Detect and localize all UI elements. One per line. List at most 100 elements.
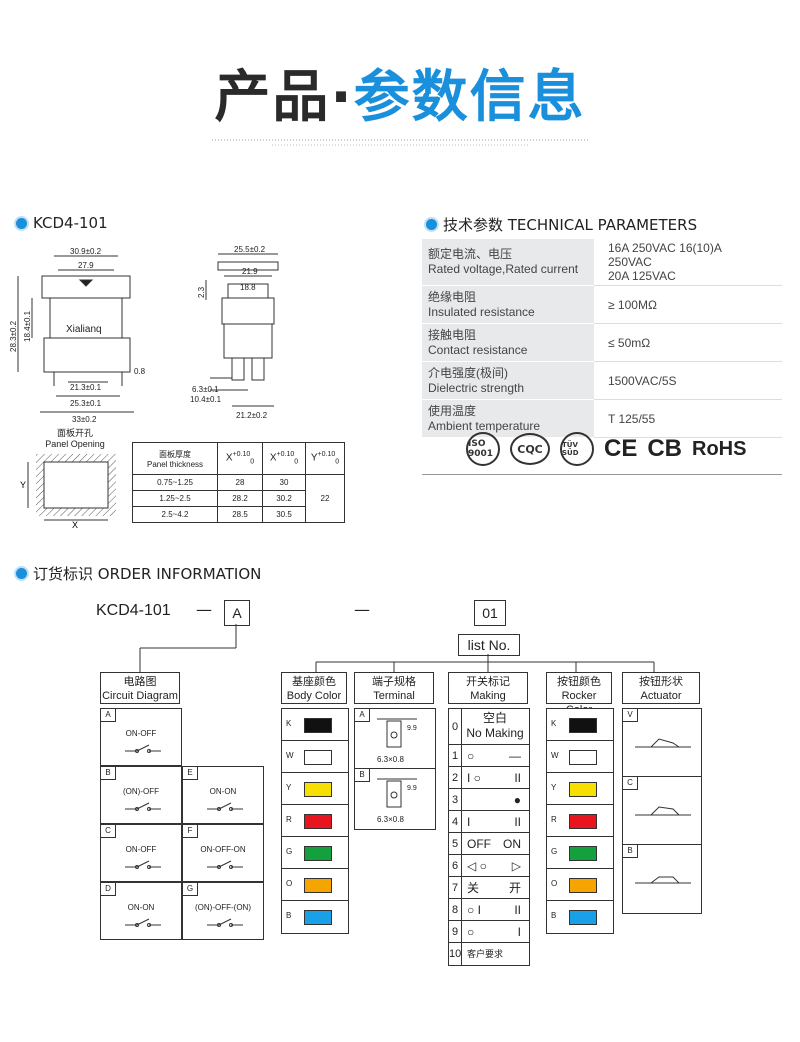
color-item: B — [281, 900, 349, 934]
code-key: E — [183, 767, 198, 780]
brand-label: Xialianq — [66, 324, 102, 335]
color-item: Y — [546, 772, 614, 806]
color-swatch — [304, 846, 332, 861]
making-right: ON — [503, 837, 521, 851]
making-left: I ○ — [467, 771, 481, 785]
making-item: 1 ○ — — [448, 744, 530, 768]
color-item: G — [546, 836, 614, 870]
code-key: C — [101, 825, 116, 838]
making-code: 5 — [449, 833, 462, 855]
color-item: O — [281, 868, 349, 902]
circuit-label: ON-OFF — [125, 845, 157, 854]
color-code: W — [286, 751, 294, 760]
making-item: 4 I II — [448, 810, 530, 834]
order-code-box-a: A — [224, 600, 250, 626]
bullet-icon — [14, 566, 29, 581]
terminal-size: 6.3×0.8 — [377, 815, 404, 824]
making-right: — — [509, 749, 521, 763]
order-dash: — — [354, 600, 370, 619]
color-code: R — [286, 815, 292, 824]
code-key: B — [355, 769, 370, 782]
axis-y-label: Y — [20, 480, 26, 490]
making-code: 2 — [449, 767, 462, 789]
making-right: ▷ — [511, 859, 521, 873]
color-item: K — [281, 708, 349, 742]
section-title-order: 订货标识 ORDER INFORMATION — [14, 563, 261, 584]
order-model-code: KCD4-101 — [96, 602, 171, 619]
dotted-divider — [212, 139, 588, 146]
switch-symbol-icon — [125, 802, 161, 811]
making-item: 10 客户要求 — [448, 942, 530, 966]
order-tree-lines — [139, 624, 655, 672]
terminal-item: B 9.9 6.3×0.8 — [354, 768, 436, 830]
making-left: ○ — [467, 749, 475, 763]
dim-label: 10.4±0.1 — [190, 395, 222, 404]
switch-symbol-icon — [207, 860, 243, 869]
color-swatch — [569, 750, 597, 765]
making-left: ○ I — [467, 903, 481, 917]
terminal-icon — [377, 778, 417, 808]
color-code: K — [286, 719, 292, 728]
dim-label: 18.4±0.1 — [23, 310, 32, 342]
terminal-height: 9.9 — [407, 785, 417, 792]
making-left: OFF — [467, 837, 491, 851]
actuator-shape-icon — [635, 738, 691, 748]
color-item: W — [546, 740, 614, 774]
actuator-item: V — [622, 708, 702, 778]
color-swatch — [569, 910, 597, 925]
making-left: 关 — [467, 881, 480, 895]
panel-opening-diagram: Y X — [20, 454, 116, 528]
code-key: A — [355, 709, 370, 722]
code-key: A — [101, 709, 116, 722]
making-left: ○ — [467, 925, 475, 939]
order-dash: — — [196, 600, 212, 619]
switch-symbol-icon — [125, 918, 161, 927]
iso-logo: ISO 9001 — [466, 432, 500, 466]
color-code: K — [551, 719, 557, 728]
code-key: G — [183, 883, 198, 896]
dimension-drawing: 30.9±0.2 27.9 Xialianq 0.8 21.3±0.1 25.3… — [10, 246, 279, 424]
circuit-label: ON-OFF-ON — [200, 845, 246, 854]
color-item: G — [281, 836, 349, 870]
bullet-icon — [424, 217, 439, 232]
making-left: 客户要求 — [467, 949, 504, 959]
dim-label: 0.8 — [134, 367, 146, 376]
tuv-logo: TÜV SÜD — [560, 432, 594, 466]
dim-label: 18.8 — [240, 283, 256, 292]
making-right: II — [514, 903, 521, 917]
dim-label: 21.3±0.1 — [70, 383, 102, 392]
making-right: ● — [513, 793, 521, 807]
section-title-model: KCD4-101 — [14, 214, 108, 232]
color-code: R — [551, 815, 557, 824]
making-item: 5 OFF ON — [448, 832, 530, 856]
color-swatch — [569, 718, 597, 733]
color-code: B — [286, 911, 292, 920]
dim-label: 6.3±0.1 — [192, 385, 219, 394]
color-swatch — [569, 846, 597, 861]
code-key: B — [623, 845, 638, 858]
list-no-label: list No. — [458, 634, 520, 656]
color-swatch — [304, 782, 332, 797]
color-item: R — [281, 804, 349, 838]
color-code: G — [551, 847, 558, 856]
making-code: 6 — [449, 855, 462, 877]
dim-label: 28.3±0.2 — [10, 320, 18, 352]
making-right: 开 — [508, 881, 521, 895]
making-item: 3 ● — [448, 788, 530, 812]
making-code: 8 — [449, 899, 462, 921]
cb-mark: CB — [647, 435, 683, 462]
code-key: V — [623, 709, 638, 722]
switch-symbol-icon — [207, 918, 243, 927]
bullet-icon — [14, 215, 29, 231]
section-title-tech: 技术参数 TECHNICAL PARAMETERS — [424, 214, 697, 235]
